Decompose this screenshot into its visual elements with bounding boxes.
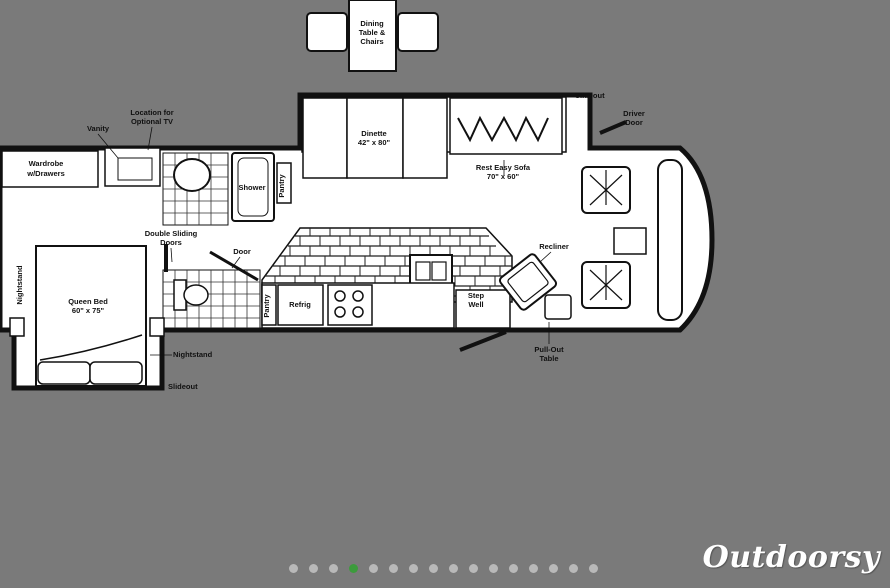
stove [327, 284, 373, 326]
carousel-dot[interactable] [469, 564, 478, 573]
outdoorsy-logo: Outdoorsy [702, 540, 880, 575]
step-well-label-2: Well [468, 300, 483, 309]
carousel-dot[interactable] [389, 564, 398, 573]
nightstand-left-box [9, 317, 25, 337]
vanity-label: Vanity [87, 124, 110, 133]
refrig-label: Refrig [289, 300, 311, 309]
entry-door [459, 330, 507, 352]
sliding-doors-label-2: Doors [160, 238, 182, 247]
wardrobe-label-2: w/Drawers [26, 169, 65, 178]
pantry-top-label: Pantry [277, 174, 286, 198]
vanity-sink [104, 147, 211, 192]
sofa-label-1: Rest Easy Sofa [476, 163, 531, 172]
wardrobe [1, 150, 99, 188]
dining-table-chairs [306, 0, 439, 72]
queen-bed-label-1: Queen Bed [68, 297, 108, 306]
dinette [302, 97, 448, 179]
sofa-label-2: 70" x 60" [487, 172, 520, 181]
recliner [498, 253, 558, 311]
nightstand-right-label: Nightstand [173, 350, 213, 359]
door-swing [209, 250, 259, 282]
carousel-dot[interactable] [309, 564, 318, 573]
carousel-dot[interactable] [509, 564, 518, 573]
door-label: Door [233, 247, 251, 256]
refrigerator [277, 284, 324, 326]
dinette-label-1: Dinette [361, 129, 386, 138]
shower-label: Shower [238, 183, 265, 192]
pullout-table [544, 294, 572, 320]
carousel-dot[interactable] [289, 564, 298, 573]
carousel-dot[interactable] [589, 564, 598, 573]
pantry-bottom [261, 284, 277, 326]
carousel-dot[interactable] [429, 564, 438, 573]
pantry-bottom-label: Pantry [262, 294, 271, 318]
location-tv-label-1: Location for [130, 108, 173, 117]
carousel-dot[interactable] [569, 564, 578, 573]
carousel-dot[interactable] [349, 564, 358, 573]
rest-easy-sofa [449, 97, 563, 155]
sliding-doors-label-1: Double Sliding [145, 229, 198, 238]
carousel-dot[interactable] [369, 564, 378, 573]
queen-bed-label-2: 60" x 75" [72, 306, 105, 315]
carousel-dot[interactable] [409, 564, 418, 573]
nightstand-left-label: Nightstand [15, 265, 24, 305]
location-tv-label-2: Optional TV [131, 117, 173, 126]
carousel-dot[interactable] [549, 564, 558, 573]
pantry-top [276, 162, 292, 204]
dining-label-1: Dining [360, 19, 384, 28]
step-well-label-1: Step [468, 291, 485, 300]
carousel-dot[interactable] [489, 564, 498, 573]
step-well [455, 289, 511, 329]
dining-label-3: Chairs [360, 37, 383, 46]
driver-door-label-2: Door [625, 118, 643, 127]
slideout-top-label: Slideout [575, 91, 605, 100]
pullout-table-label-1: Pull-Out [534, 345, 564, 354]
pullout-table-label-2: Table [539, 354, 558, 363]
carousel-pagination [0, 564, 890, 576]
driver-door [599, 120, 627, 135]
slideout-bottom-label: Slideout [168, 382, 198, 391]
cab-seats [581, 159, 683, 321]
dining-label-2: Table & [359, 28, 386, 37]
nightstand-right-box [149, 317, 165, 337]
driver-door-label-1: Driver [623, 109, 645, 118]
queen-bed [35, 245, 147, 387]
toilet [173, 279, 209, 311]
carousel-dot[interactable] [329, 564, 338, 573]
carousel-dot[interactable] [449, 564, 458, 573]
shower [231, 152, 275, 222]
recliner-label: Recliner [539, 242, 569, 251]
carousel-dot[interactable] [529, 564, 538, 573]
wardrobe-label-1: Wardrobe [29, 159, 64, 168]
dinette-label-2: 42" x 80" [358, 138, 391, 147]
dining-table-label: Dining Table & Chairs [359, 19, 386, 46]
